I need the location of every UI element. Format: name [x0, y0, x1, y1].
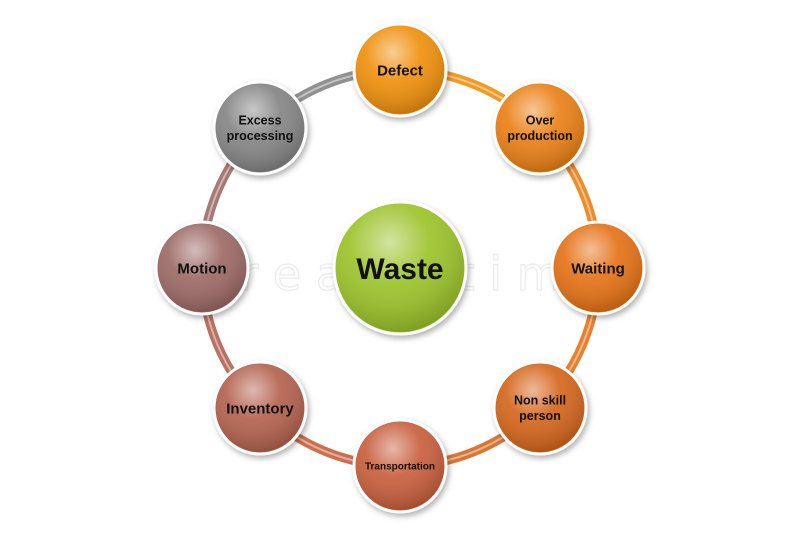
waste-node-gloss — [215, 364, 304, 453]
waste-node-label: Waiting — [571, 260, 625, 277]
waste-node: Waiting — [550, 220, 646, 316]
waste-node-gloss — [215, 83, 304, 172]
waste-node-gloss — [554, 224, 642, 312]
waste-node: Defect — [352, 22, 448, 118]
waste-node-label: Transportation — [365, 462, 435, 473]
center-node: Waste — [332, 200, 468, 336]
waste-node-gloss — [496, 83, 585, 172]
waste-node-label: Defect — [377, 62, 423, 79]
waste-node-gloss — [356, 26, 444, 114]
waste-node-label: Inventory — [226, 400, 294, 417]
center-gloss — [336, 204, 464, 332]
waste-node-gloss — [158, 224, 246, 312]
waste-node: Motion — [154, 220, 250, 316]
waste-node-gloss — [356, 422, 444, 510]
waste-node: Transportation — [352, 418, 448, 514]
waste-node: Inventory — [212, 360, 308, 456]
waste-node-label: Motion — [177, 260, 226, 277]
waste-node-gloss — [496, 364, 585, 453]
center-label: Waste — [356, 253, 443, 286]
